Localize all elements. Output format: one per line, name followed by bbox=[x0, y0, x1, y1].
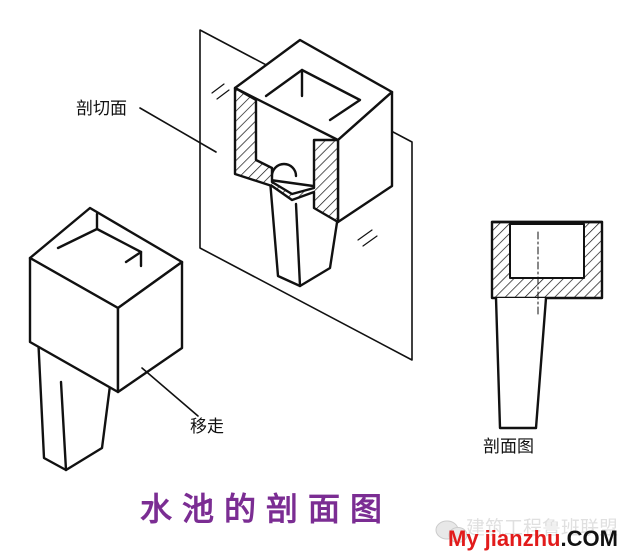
removed-label: 移走 bbox=[190, 417, 224, 437]
section-view-label: 剖面图 bbox=[483, 437, 534, 457]
watermark-url-suffix: .COM bbox=[560, 526, 617, 551]
watermark: 建筑工程鲁班联盟 My jianzhu.COM bbox=[435, 517, 618, 551]
watermark-url: My jianzhu.COM bbox=[448, 526, 618, 551]
figure-title: 水池的剖面图 bbox=[140, 490, 392, 528]
section-view-drawing bbox=[490, 220, 604, 430]
section-plane-leader bbox=[139, 107, 217, 153]
wechat-logo-icon bbox=[435, 520, 468, 543]
watermark-cn-text: 建筑工程鲁班联盟 bbox=[466, 517, 618, 539]
section-plane-label: 剖切面 bbox=[76, 99, 127, 119]
watermark-url-prefix: My jianzhu bbox=[448, 526, 560, 551]
removed-front-half bbox=[28, 206, 184, 472]
sectioned-back-half bbox=[233, 38, 394, 288]
removed-leader bbox=[141, 367, 199, 417]
